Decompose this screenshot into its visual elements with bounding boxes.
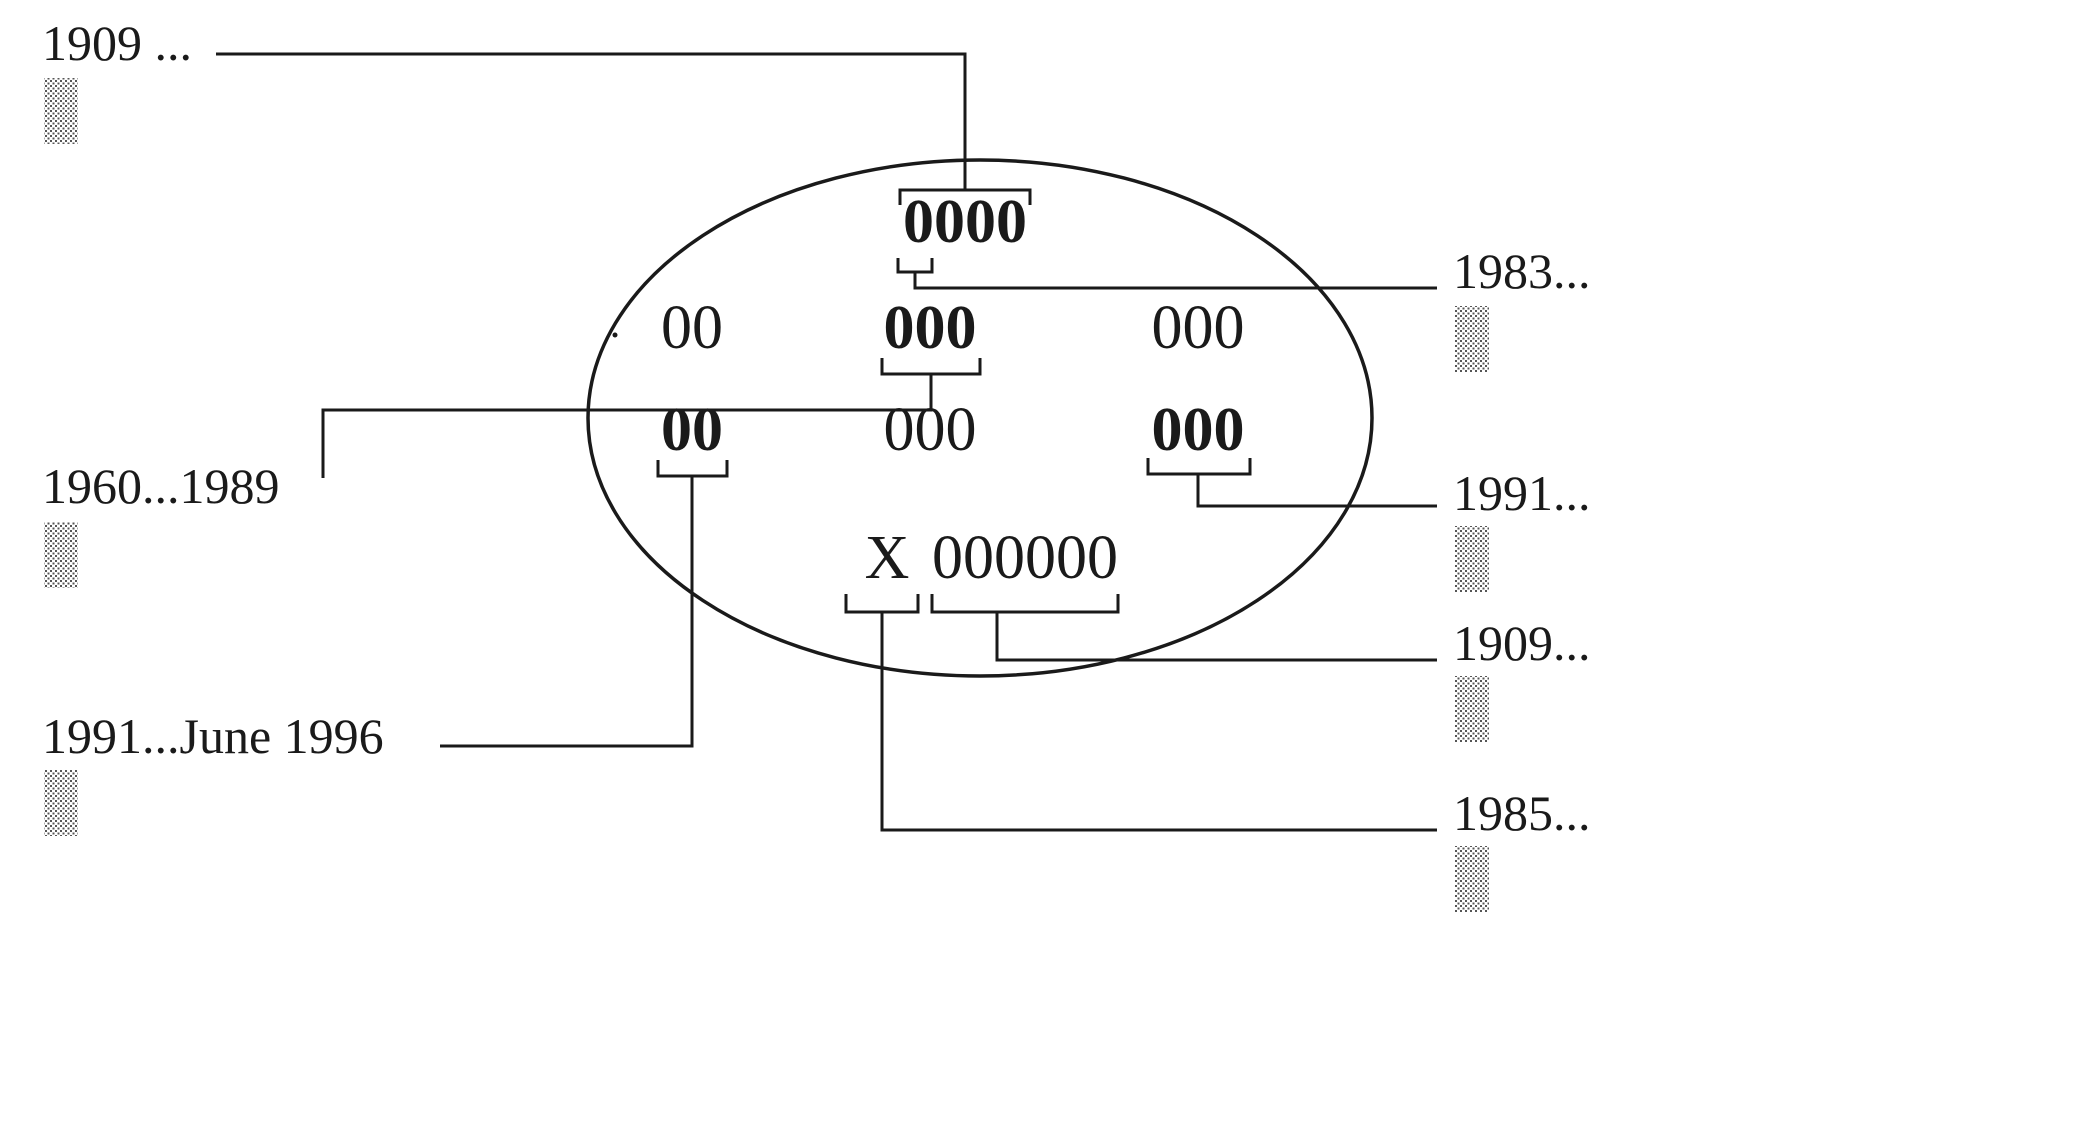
row2-right-digits: 000 (1152, 294, 1245, 362)
leader-left-bottom (440, 476, 694, 748)
label-right-1: 1983... (1453, 243, 1591, 299)
bracket-row4-letter (844, 594, 920, 614)
row1-digits: 0000 (903, 188, 1027, 256)
leader-right-1 (913, 272, 1437, 290)
bracket-row4-number (930, 594, 1120, 614)
leader-right-4 (880, 612, 1437, 832)
bracket-row1-first-digit (896, 258, 934, 274)
marker-left-bottom (44, 770, 78, 836)
leader-top-left (216, 52, 967, 190)
marker-right-3 (1455, 676, 1489, 742)
marker-right-1 (1455, 306, 1489, 372)
marker-top-left (44, 78, 78, 144)
label-top-left: 1909 ... (42, 15, 192, 71)
leader-right-2 (1196, 474, 1437, 508)
row4-letter: X (865, 524, 910, 592)
leader-left-middle (321, 374, 933, 478)
row4-number: 000000 (932, 524, 1118, 592)
row2-center-digits: 000 (884, 294, 977, 362)
marker-right-4 (1455, 846, 1489, 912)
label-right-4: 1985... (1453, 785, 1591, 841)
label-left-middle: 1960...1989 (42, 458, 280, 514)
label-right-3: 1909... (1453, 615, 1591, 671)
marker-left-middle (44, 522, 78, 588)
row2-left-digits: 00 (661, 294, 723, 362)
leader-right-3 (995, 612, 1437, 662)
row3-right-digits: 000 (1152, 396, 1245, 464)
plate-ellipse (586, 158, 1374, 678)
label-right-2: 1991... (1453, 465, 1591, 521)
label-left-bottom: 1991...June 1996 (42, 708, 384, 764)
marker-right-2 (1455, 526, 1489, 592)
speck (612, 332, 618, 338)
row3-left-digits: 00 (661, 396, 723, 464)
